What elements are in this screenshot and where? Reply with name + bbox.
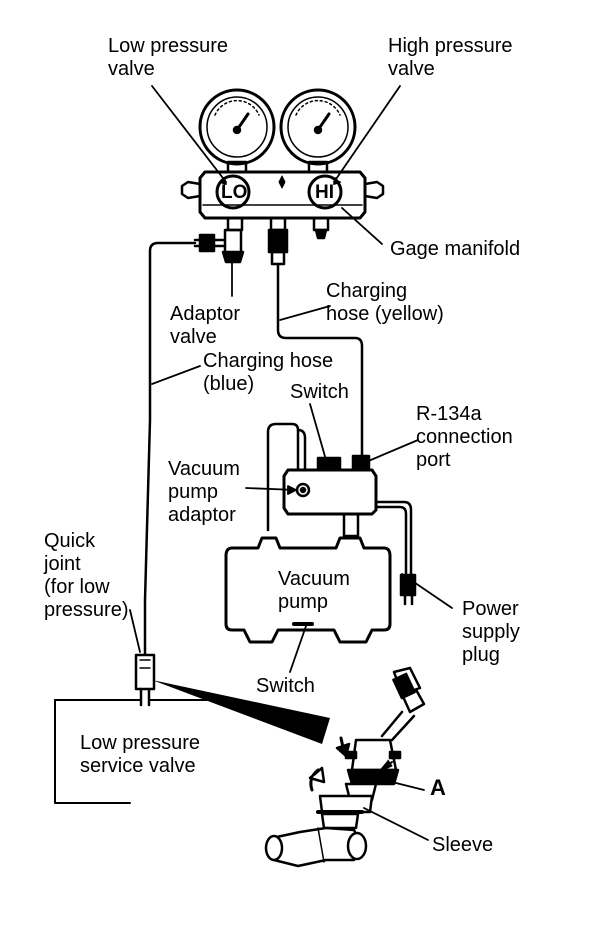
vacuum-pump-assembly	[224, 422, 417, 644]
label-switch-top: Switch	[290, 381, 349, 404]
label-r134a-connection-port: R-134a connection port	[416, 403, 513, 472]
label-charging-hose-yellow: Charging hose (yellow)	[326, 280, 444, 326]
label-line: hose (yellow)	[326, 303, 444, 325]
label-line: Vacuum	[278, 568, 350, 590]
label-line: valve	[170, 326, 217, 348]
label-gage-manifold: Gage manifold	[390, 238, 520, 261]
charging-hose-yellow	[267, 228, 364, 458]
label-line: plug	[462, 644, 500, 666]
label-line: Low pressure	[80, 732, 201, 754]
label-line: Quick	[44, 530, 96, 552]
label-line: Adaptor	[170, 303, 241, 325]
label-low-pressure-valve: Low pressure valve	[108, 35, 228, 81]
label-line: A	[430, 775, 446, 800]
adaptor-valve	[193, 228, 245, 264]
label-high-pressure-valve: High pressure valve	[388, 35, 513, 81]
label-line: valve	[388, 58, 435, 80]
label-line: port	[416, 449, 451, 471]
label-line: pressure)	[44, 599, 129, 621]
label-line: Power	[462, 598, 519, 620]
leader-lines	[129, 85, 453, 841]
knob-lo-text: LO	[221, 182, 248, 203]
label-line: connection	[416, 426, 513, 448]
label-line: High pressure	[388, 35, 513, 57]
label-quick-joint: Quick joint (for low pressure)	[44, 530, 128, 622]
knob-hi-text: HI	[315, 182, 334, 203]
label-sleeve: Sleeve	[432, 834, 493, 857]
label-vacuum-pump-adaptor: Vacuum pump adaptor	[168, 458, 240, 527]
label-line: joint	[44, 553, 81, 575]
label-low-pressure-service-valve: Low pressure service valve	[80, 732, 200, 778]
label-line: Sleeve	[432, 834, 494, 856]
label-charging-hose-blue: Charging hose (blue)	[203, 350, 333, 396]
label-line: pump	[168, 481, 219, 503]
label-line: Low pressure	[108, 35, 229, 57]
quick-joint	[134, 653, 156, 707]
label-power-supply-plug: Power supply plug	[462, 598, 520, 667]
label-line: R-134a	[416, 403, 482, 425]
label-line: Vacuum	[168, 458, 240, 480]
label-line: Switch	[290, 381, 349, 403]
gage-manifold	[180, 88, 385, 240]
charging-hose-blue	[143, 241, 197, 657]
label-line: (blue)	[203, 373, 255, 395]
magnification-wedge	[152, 680, 330, 744]
label-line: (for low	[44, 576, 110, 598]
label-line: valve	[108, 58, 155, 80]
label-marker-a: A	[430, 776, 446, 799]
label-line: Gage manifold	[390, 238, 521, 260]
label-line: Switch	[256, 675, 315, 697]
enlarged-quick-joint	[264, 666, 426, 868]
label-line: adaptor	[168, 504, 236, 526]
label-line: Charging hose	[203, 350, 334, 372]
label-line: pump	[278, 591, 329, 613]
label-adaptor-valve: Adaptor valve	[170, 303, 240, 349]
label-line: Charging	[326, 280, 408, 302]
label-line: service valve	[80, 755, 196, 777]
label-vacuum-pump: Vacuum pump	[278, 568, 350, 614]
label-line: supply	[462, 621, 520, 643]
label-switch-bottom: Switch	[256, 675, 315, 698]
